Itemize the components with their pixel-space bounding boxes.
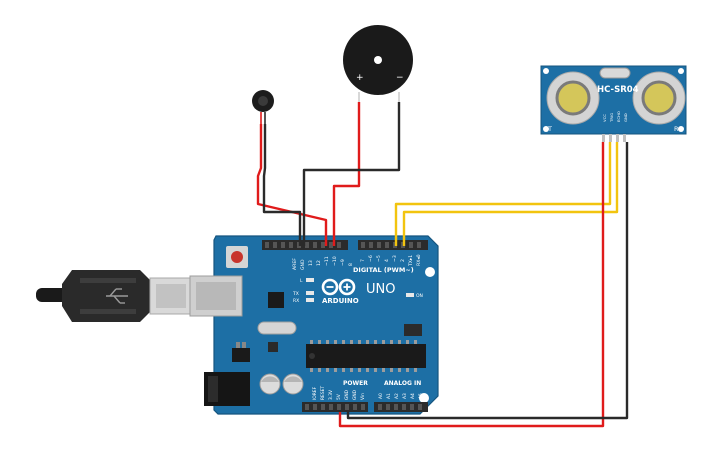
- pin-label: TRIG: [609, 113, 614, 123]
- buzzer-plus-label: +: [356, 73, 364, 83]
- pin-label: VCC: [602, 114, 607, 122]
- transducer-right: [632, 71, 686, 125]
- led-rx-label: RX: [293, 298, 299, 304]
- pin-label: 12: [316, 260, 322, 266]
- piezo-buzzer: + −: [343, 25, 413, 102]
- pin-label: ~9: [340, 259, 346, 266]
- pin-label: RESET: [320, 386, 326, 400]
- wire-buzzer-black: [302, 102, 401, 246]
- regulator-chip: [268, 292, 284, 308]
- pin-label: 5V: [336, 394, 342, 400]
- pin-label: Vin: [360, 393, 366, 400]
- arduino-uno-board: AREF GND 13 12 ~11 ~10 ~9 8 7 ~6 ~5 4 ~3…: [189, 235, 439, 415]
- arduino-logo-icon: [321, 278, 356, 296]
- top-pin-labels: AREF GND 13 12 ~11 ~10 ~9 8 7 ~6 ~5 4 ~3…: [292, 254, 422, 270]
- pin-label: A5: [418, 393, 424, 399]
- icsp-header: [404, 324, 422, 336]
- voltage-regulator: [232, 348, 250, 362]
- sensor-model-label: HC-SR04: [597, 85, 639, 95]
- sensor-pin-labels: VCC TRIG ECHO GND: [602, 111, 628, 123]
- wire-echo-yellow: [402, 142, 619, 246]
- wire-trig-yellow: [394, 142, 612, 246]
- wire-motor-black: [262, 124, 302, 246]
- analog-header[interactable]: [374, 402, 428, 412]
- pin-label: 4: [384, 259, 390, 262]
- pin-label: GND: [300, 259, 306, 270]
- pin-label: 2: [400, 259, 406, 262]
- pin-label: GND: [344, 389, 350, 400]
- digital-pwm-label: DIGITAL (PWM~): [353, 266, 414, 274]
- wire-motor-red: [256, 124, 328, 246]
- pin-label: 3.3V: [328, 390, 334, 400]
- pin-label: ~11: [324, 256, 330, 266]
- pin-label: A3: [402, 393, 408, 399]
- status-leds: L TX RX ON: [292, 278, 423, 304]
- pin-label: A0: [378, 393, 384, 399]
- hc-sr04-sensor: HC-SR04 T R VCC TRIG ECHO GND: [540, 65, 687, 142]
- pin-label: RX◂0: [416, 254, 422, 266]
- pin-label: IOREF: [312, 386, 318, 400]
- pin-label: ECHO: [616, 111, 621, 122]
- pin-label: TX▸1: [408, 255, 414, 267]
- led-tx-label: TX: [292, 291, 299, 297]
- pin-label: 8: [348, 263, 354, 266]
- pin-label: ~6: [368, 255, 374, 262]
- reset-button[interactable]: [226, 246, 248, 268]
- power-header[interactable]: [302, 402, 368, 412]
- capacitors: [259, 373, 304, 395]
- power-label: POWER: [343, 380, 368, 387]
- pin-label: A4: [410, 393, 416, 399]
- board-model: UNO: [366, 282, 395, 297]
- sensor-t-label: T: [547, 125, 552, 133]
- pin-label: A1: [386, 393, 392, 399]
- arduino-wordmark: ARDUINO: [322, 297, 359, 305]
- wires: [256, 102, 629, 428]
- pin-label: 7: [360, 259, 366, 262]
- pin-label: AREF: [292, 258, 298, 270]
- analog-pin-labels: A0 A1 A2 A3 A4 A5: [378, 393, 424, 399]
- buzzer-minus-label: −: [396, 73, 404, 83]
- dc-power-jack: [204, 372, 250, 406]
- pin-label: 13: [308, 260, 314, 266]
- wire-vcc-red: [338, 142, 605, 428]
- pin-label: A2: [394, 393, 400, 399]
- usb-icon: [106, 288, 128, 304]
- pin-label: ~5: [376, 255, 382, 262]
- usb-cable: [36, 270, 193, 322]
- pin-label: ~3: [392, 255, 398, 262]
- wire-buzzer-red: [332, 102, 361, 246]
- transducer-left: [546, 71, 600, 125]
- pin-label: GND: [623, 113, 628, 122]
- pin-label: GND: [352, 389, 358, 400]
- pin-label: ~10: [332, 256, 338, 266]
- crystal-oscillator: [257, 321, 297, 335]
- vibration-motor: [252, 90, 274, 124]
- power-pin-labels: IOREF RESET 3.3V 5V GND GND Vin: [312, 386, 366, 400]
- analog-in-label: ANALOG IN: [384, 380, 421, 387]
- sensor-r-label: R: [674, 125, 679, 133]
- led-l-label: L: [300, 278, 303, 284]
- led-on-label: ON: [416, 293, 423, 299]
- wire-gnd-black: [346, 142, 629, 420]
- atmega-chip: [306, 340, 426, 372]
